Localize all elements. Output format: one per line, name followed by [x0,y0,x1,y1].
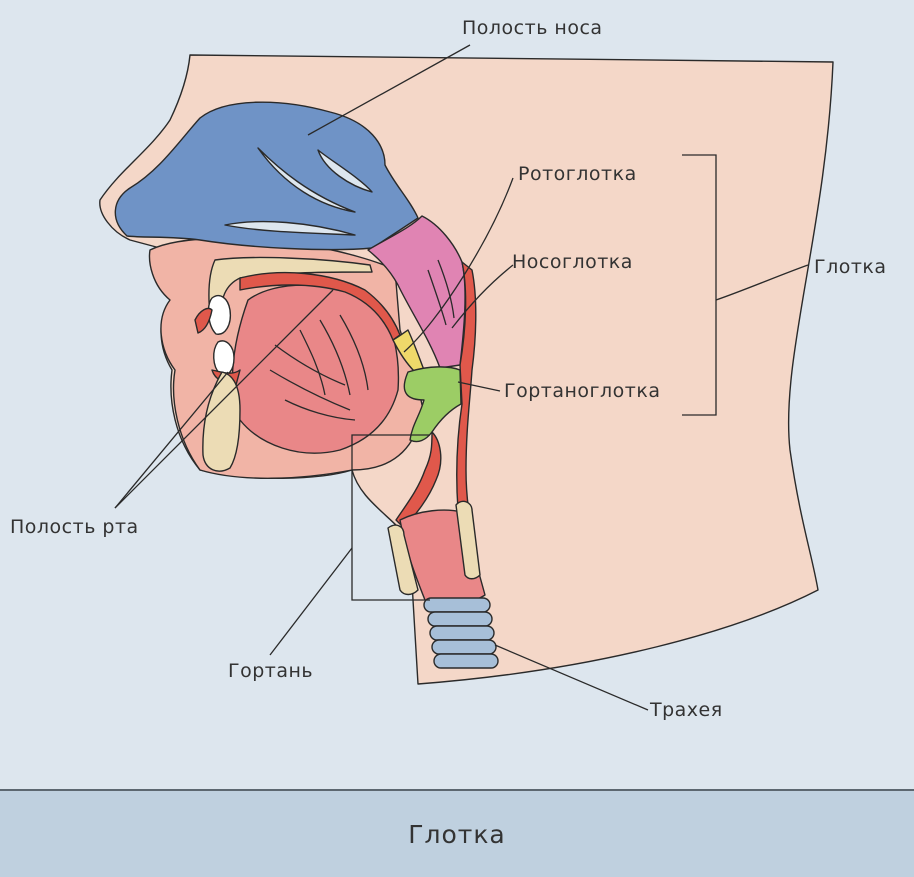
epiglottis-wall [395,431,442,529]
footer-title: Глотка [408,819,506,849]
lower-incisor [213,340,235,376]
nasal-cavity[interactable] [114,101,419,251]
footer-bar: Глотка [0,789,914,877]
oropharynx-region[interactable] [392,329,425,373]
pharynx-bracket [682,154,717,416]
nasopharynx-region[interactable] [367,215,466,369]
label-oropharynx: Ротоглотка [518,163,637,185]
label-nasopharynx: Носоглотка [512,251,633,273]
larynx-bracket [351,434,430,601]
laryngopharynx-region[interactable] [403,366,462,443]
mandible [202,371,241,472]
label-nasal-cavity: Полость носа [462,17,603,39]
trachea-rings [423,597,499,669]
label-oral-cavity: Полость рта [10,516,139,538]
upper-incisor [207,294,232,335]
label-laryngopharynx: Гортаноглотка [504,380,660,402]
label-pharynx: Глотка [814,256,887,278]
label-larynx: Гортань [228,660,313,682]
label-trachea: Трахея [649,699,723,721]
